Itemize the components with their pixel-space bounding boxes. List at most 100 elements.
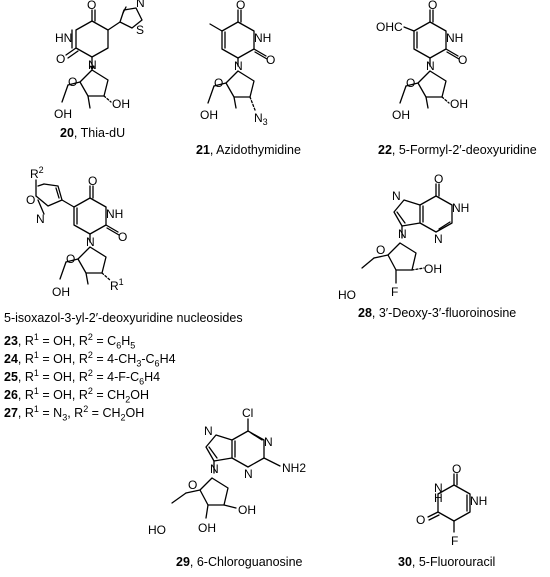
atom-label: N (210, 462, 219, 476)
atom-label: HN (55, 31, 72, 45)
atom-label: N (434, 232, 443, 246)
atom-label: O (452, 462, 461, 476)
caption-compound-28: 28, 3′-Deoxy-3′-fluoroinosine (358, 306, 517, 320)
compound-number: 22 (378, 143, 392, 157)
atom-label: N (36, 212, 45, 226)
compound-number: 29 (176, 555, 190, 569)
atom-label: N (434, 481, 443, 495)
atom-labels-20: O HN O N N S O OH OH (54, 0, 145, 121)
atom-label: OH (450, 97, 468, 111)
atom-label: O (88, 174, 97, 188)
atom-label: O (434, 172, 443, 186)
atom-label: N (398, 227, 407, 241)
atom-label: NH (254, 31, 271, 45)
atom-label: N (426, 59, 435, 73)
structure-28 (361, 183, 453, 284)
atom-label: O (236, 0, 245, 12)
compound-name: 5-Fluorouracil (418, 555, 496, 569)
series-title: 5-isoxazol-3-yl-2′-deoxyuridine nucleosi… (4, 311, 243, 325)
atom-label: OH (52, 285, 70, 299)
structure-22 (399, 9, 460, 109)
atom-label: OH (112, 97, 130, 111)
atom-label: N (392, 189, 401, 203)
series-entry-25: 25, R1 = OH, R2 = 4-F-C6H4 (4, 368, 161, 387)
series-entry-23: 23, R1 = OH, R2 = C6H5 (4, 332, 136, 351)
atom-label: O (406, 76, 415, 90)
atom-label: OH (54, 107, 72, 121)
atom-labels-21: O NH O N O OH N3 (200, 0, 275, 127)
atom-label: O (214, 76, 223, 90)
atom-label: NH (106, 207, 123, 221)
atom-label: OH (424, 262, 442, 276)
caption-compound-21: 21, Azidothymidine (196, 143, 301, 157)
caption-compound-30: 30, 5-Fluorouracil (398, 555, 496, 569)
atom-label: O (376, 243, 385, 257)
atom-labels-29: Cl N N NH2 N N O OH HO OH (148, 406, 306, 537)
structure-21 (207, 9, 268, 111)
atom-label: OH (198, 521, 216, 535)
atom-label: OH (392, 108, 410, 122)
atom-label: O (26, 193, 35, 207)
atom-label: H (434, 491, 443, 505)
compound-number: 26 (4, 388, 18, 403)
atom-label: S (136, 23, 144, 37)
atom-label: OHC (376, 20, 403, 34)
atom-label: OH (238, 503, 256, 517)
caption-compound-29: 29, 6-Chloroguanosine (176, 555, 303, 569)
atom-labels-22: O OHC NH O N O OH OH (376, 0, 468, 122)
structure-30 (427, 473, 471, 533)
compound-name: 6-Chloroguanosine (196, 555, 303, 569)
atom-label: NH (446, 31, 463, 45)
structure-29 (171, 418, 281, 519)
structure-20 (61, 6, 143, 109)
atom-label: N (244, 467, 253, 481)
atom-label: N3 (254, 111, 268, 127)
atom-label: F (451, 534, 458, 548)
atom-labels-23-27: R2 O N O NH O N O R1 OH (26, 165, 127, 299)
compound-name: 5-Formyl-2′-deoxyuridine (398, 143, 537, 157)
atom-label: O (118, 230, 127, 244)
atom-label: O (428, 0, 437, 12)
atom-label: N (264, 435, 273, 449)
caption-compound-20: 20, Thia-dU (60, 126, 126, 140)
compound-number: 30 (398, 555, 412, 569)
atom-label: R1 (110, 277, 124, 293)
atom-label: N (234, 59, 243, 73)
series-entry-26: 26, R1 = OH, R2 = CH2OH (4, 386, 149, 405)
atom-label: OH (200, 108, 218, 122)
series-entry-24: 24, R1 = OH, R2 = 4-CH3-C6H4 (4, 350, 176, 369)
compound-number: 28 (358, 306, 372, 320)
atom-label: O (266, 53, 275, 67)
atom-label: O (56, 52, 65, 66)
atom-label: NH (470, 494, 487, 508)
atom-label: N (88, 58, 97, 72)
atom-label: HO (338, 288, 356, 302)
atom-label: O (66, 252, 75, 266)
compound-name: 3′-Deoxy-3′-fluoroinosine (378, 306, 517, 320)
compound-number: 27 (4, 406, 18, 421)
structure-23-27 (35, 179, 120, 285)
compound-name: Azidothymidine (216, 143, 301, 157)
atom-label: Cl (242, 406, 253, 420)
caption-compound-22: 22, 5-Formyl-2′-deoxyuridine (378, 143, 537, 157)
compound-name: Thia-dU (80, 126, 126, 140)
atom-label: O (87, 0, 96, 12)
atom-label: F (391, 285, 398, 299)
atom-label: N (204, 424, 213, 438)
atom-label: HO (148, 523, 166, 537)
atom-label: O (68, 75, 77, 89)
atom-label: N (86, 235, 95, 249)
atom-label: O (416, 513, 425, 527)
atom-labels-30: O N H NH O F (416, 462, 487, 548)
compound-number: 25 (4, 370, 18, 385)
compound-number: 23 (4, 334, 18, 349)
atom-label: NH2 (282, 461, 306, 475)
series-entry-27: 27, R1 = N3, R2 = CH2OH (4, 404, 145, 423)
compound-number: 21 (196, 143, 210, 157)
atom-label: O (188, 478, 197, 492)
atom-labels-28: O N NH N N O OH HO F (338, 172, 469, 302)
compound-number: 20 (60, 126, 74, 140)
atom-label: O (458, 53, 467, 67)
atom-label: R2 (30, 165, 44, 181)
